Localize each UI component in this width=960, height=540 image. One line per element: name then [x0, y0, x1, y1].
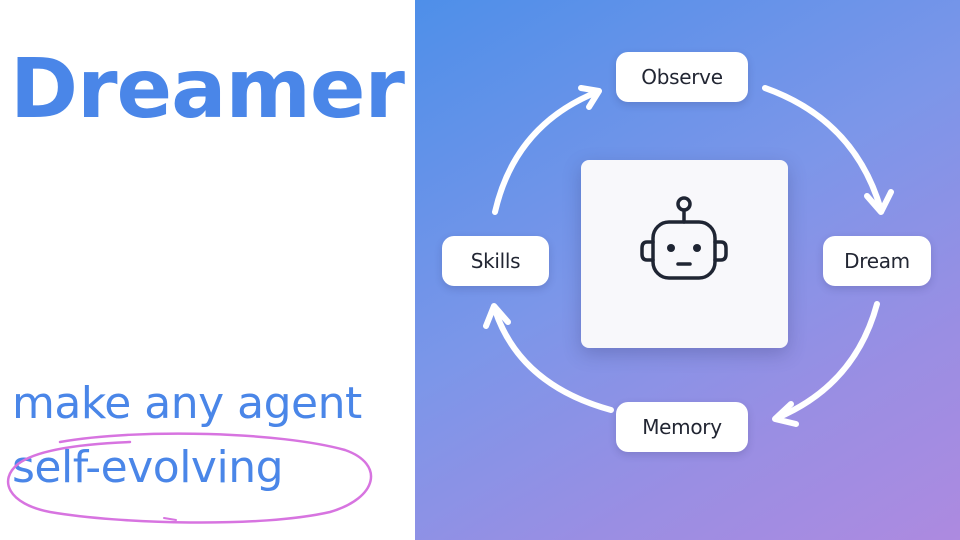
center-agent-card	[581, 160, 788, 348]
node-skills: Skills	[442, 236, 549, 286]
text-panel: Dreamer make any agent self-evolving	[0, 0, 415, 540]
arrow-observe-to-dream	[762, 85, 884, 213]
arrow-memory-to-skills	[492, 307, 614, 413]
cycle-arrows	[483, 85, 894, 427]
tagline-line-1: make any agent	[12, 378, 362, 429]
tagline-line-2: self-evolving	[12, 442, 284, 493]
arrow-dream-to-memory	[774, 301, 880, 421]
node-dream: Dream	[823, 236, 931, 286]
node-observe: Observe	[616, 52, 748, 102]
diagram-panel: Observe Dream Memory Skills	[415, 0, 960, 540]
page-title: Dreamer	[10, 42, 405, 137]
robot-icon	[640, 196, 728, 280]
arrow-skills-to-observe	[492, 89, 600, 215]
node-memory: Memory	[616, 402, 748, 452]
